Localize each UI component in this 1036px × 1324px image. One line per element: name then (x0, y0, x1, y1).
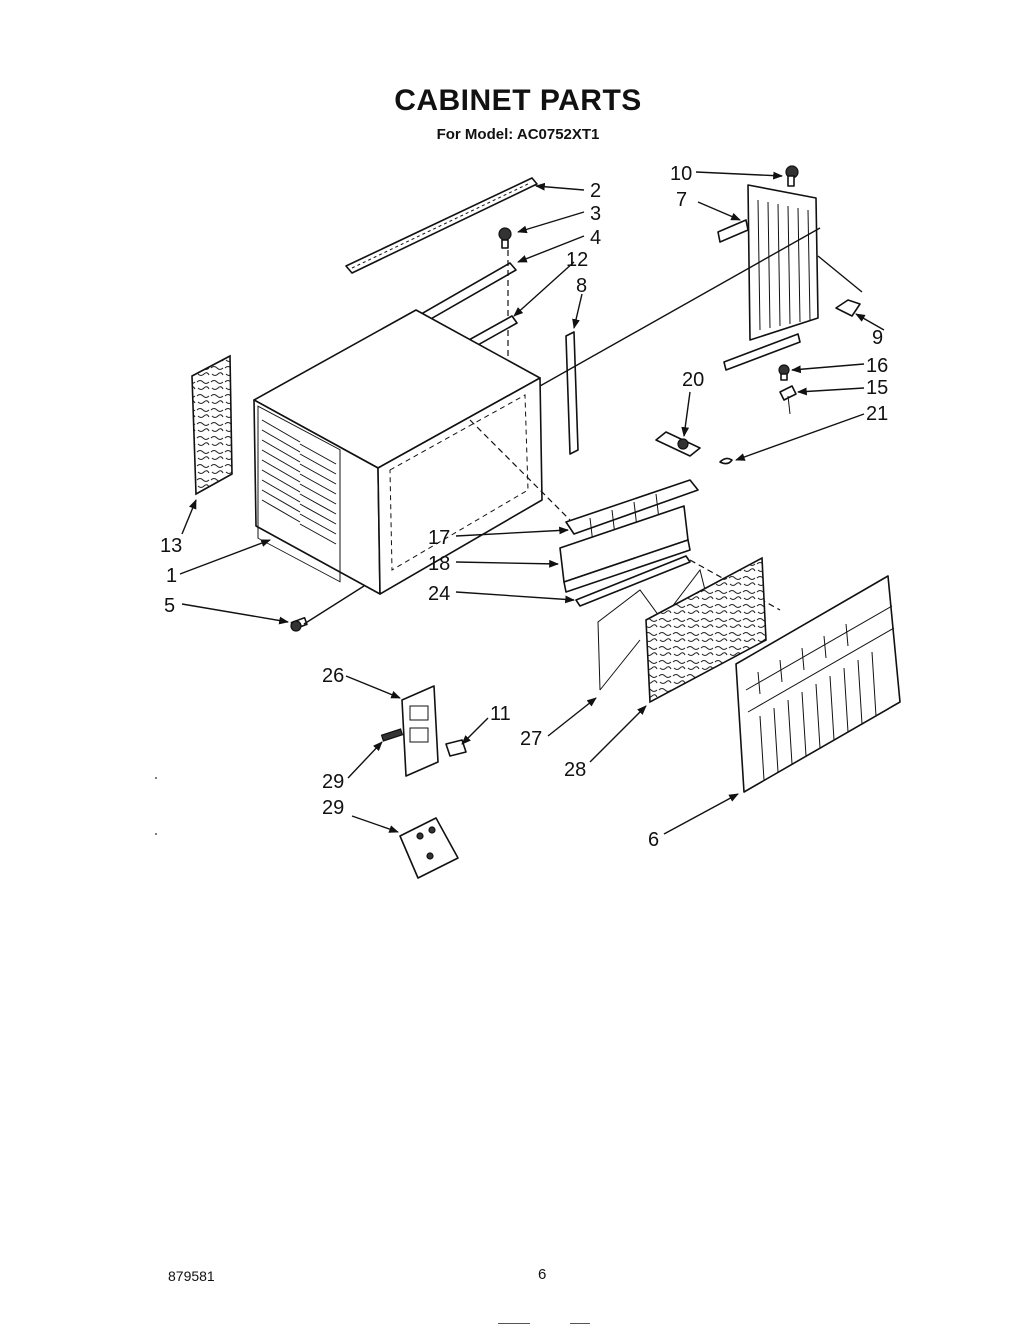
clip-part-20 (719, 457, 733, 465)
vertical-rail-part-8 (565, 331, 579, 455)
callout-21: 26 (322, 665, 344, 687)
callout-9: 9 (872, 327, 883, 349)
callout-20: 21 (866, 403, 888, 425)
callout-13: 13 (160, 535, 182, 557)
bracket-part-28 (399, 817, 459, 879)
shroud-part-17 (565, 479, 699, 553)
callout-17: 17 (428, 527, 450, 549)
top-rail-part (345, 177, 538, 274)
side-foam-part-13 (191, 354, 233, 496)
scan-marks (155, 777, 590, 1324)
knob-part-9 (817, 255, 863, 317)
front-grille-part-6 (735, 575, 901, 793)
callout-19: 20 (682, 369, 704, 391)
screw-part-5 (290, 616, 308, 632)
callout-18: 18 (428, 553, 450, 575)
housing-part-18 (559, 505, 691, 593)
callout-10: 10 (670, 163, 692, 185)
callout-8: 8 (576, 275, 587, 297)
wire-frame-part-26 (597, 568, 711, 691)
callout-11: 11 (490, 703, 511, 725)
callout-24: 24 (428, 583, 450, 605)
page-number: 6 (538, 1266, 547, 1283)
callout-3: 3 (590, 203, 601, 225)
callout-6: 6 (648, 829, 659, 851)
strip-part-24 (575, 555, 691, 607)
pin-part-29 (380, 728, 404, 742)
document-number: 879581 (168, 1268, 215, 1284)
callout-28: 29 (322, 797, 344, 819)
leader-lines (179, 171, 885, 835)
callout-26: 27 (520, 728, 542, 750)
callout-1: 1 (166, 565, 177, 587)
screw-part-3 (498, 227, 512, 249)
page-title: CABINET PARTS (394, 84, 642, 117)
callout-2: 2 (590, 180, 601, 202)
callout-12: 12 (566, 249, 588, 271)
cabinet-part-1 (253, 309, 543, 595)
clip-part-15 (779, 385, 797, 415)
knob-part-11 (445, 739, 467, 757)
control-plate-part-21 (401, 685, 439, 777)
callout-7: 7 (676, 189, 687, 211)
callout-27: 28 (564, 759, 586, 781)
callout-16: 16 (866, 355, 888, 377)
model-subtitle: For Model: AC0752XT1 (436, 126, 600, 143)
callout-4: 4 (590, 227, 601, 249)
callout-5: 5 (164, 595, 175, 617)
callout-15: 15 (866, 377, 888, 399)
back-grille-part-7 (539, 184, 821, 387)
screw-part-16 (778, 364, 790, 381)
callout-labels: 2 3 4 12 8 10 7 9 16 15 21 20 13 1 5 17 … (160, 163, 888, 851)
screw-part-10 (785, 165, 799, 187)
callout-29: 29 (322, 771, 344, 793)
filter-part-27 (645, 556, 767, 704)
bracket-part-19 (655, 431, 701, 457)
